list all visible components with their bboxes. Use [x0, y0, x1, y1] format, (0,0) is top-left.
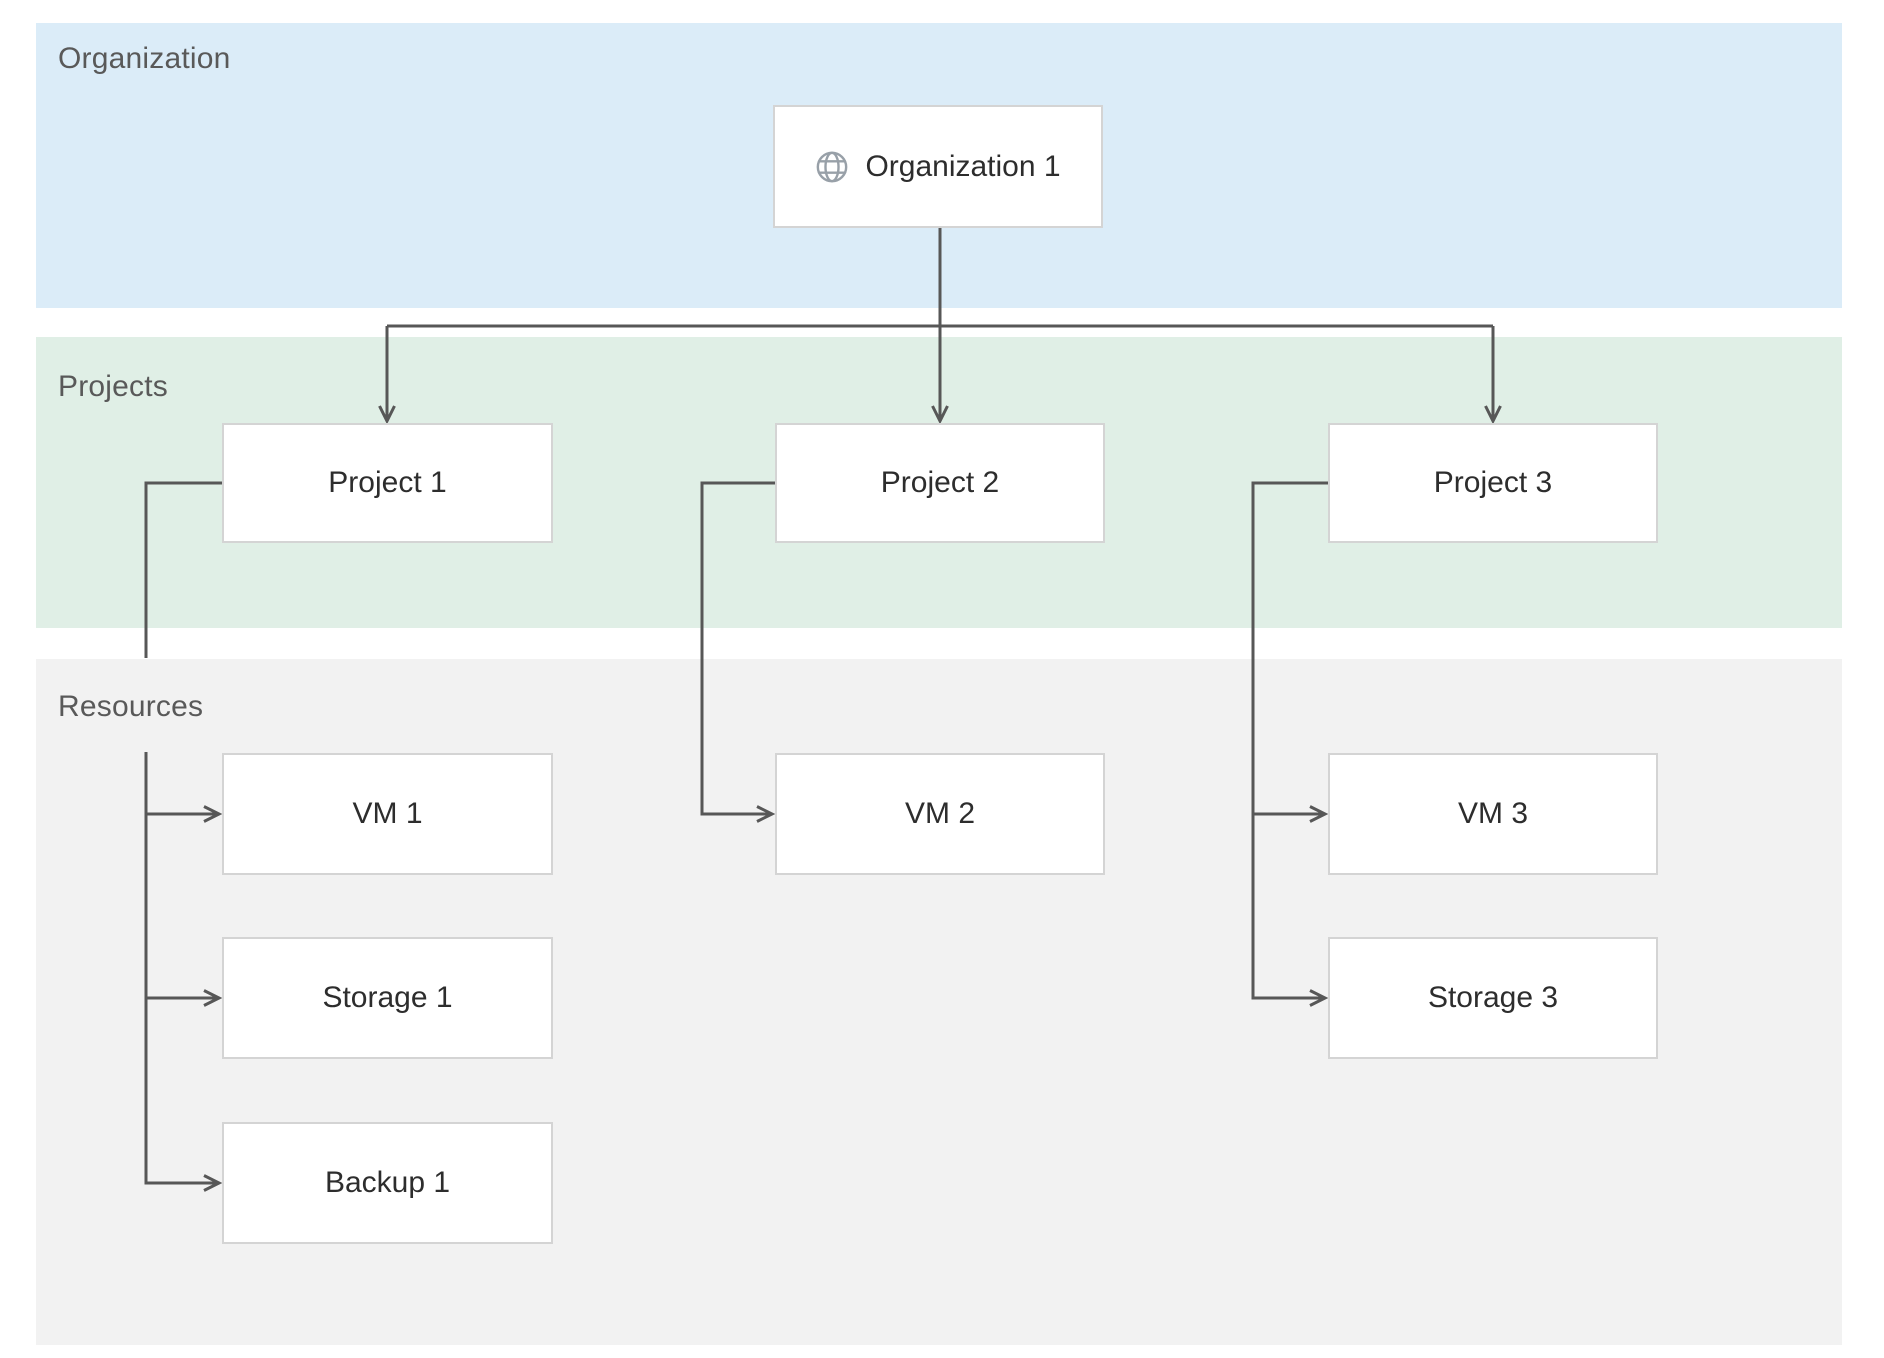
node-project-3: Project 3	[1328, 423, 1658, 543]
projects-band-label: Projects	[58, 370, 168, 403]
node-storage-1: Storage 1	[222, 937, 553, 1059]
node-label: Storage 1	[322, 981, 453, 1014]
node-vm-2: VM 2	[775, 753, 1105, 875]
node-label: VM 1	[352, 797, 423, 830]
node-label: Project 3	[1433, 466, 1553, 499]
node-label: Storage 3	[1427, 981, 1559, 1014]
node-storage-3: Storage 3	[1328, 937, 1658, 1059]
node-vm-3: VM 3	[1328, 753, 1658, 875]
node-project-1: Project 1	[222, 423, 553, 543]
node-label: Backup 1	[324, 1166, 451, 1199]
resources-band-label: Resources	[58, 690, 204, 723]
node-organization-1: Organization 1	[773, 105, 1103, 228]
organization-band-label: Organization	[58, 42, 231, 75]
node-label: VM 3	[1457, 797, 1529, 830]
node-project-2: Project 2	[775, 423, 1105, 543]
globe-icon	[817, 151, 848, 182]
node-backup-1: Backup 1	[222, 1122, 553, 1244]
node-label: Organization 1	[865, 149, 1061, 183]
node-vm-1: VM 1	[222, 753, 553, 875]
node-label: VM 2	[904, 797, 976, 830]
node-label: Project 1	[328, 466, 447, 499]
node-label: Project 2	[880, 466, 1000, 499]
